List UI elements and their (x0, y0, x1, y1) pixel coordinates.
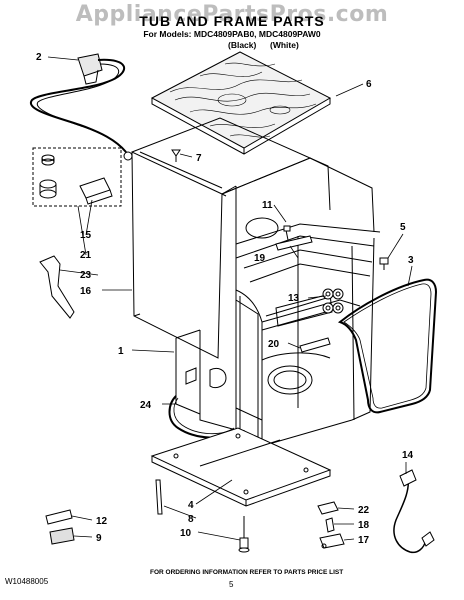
door-gasket (337, 278, 438, 414)
callout-8: 8 (188, 514, 194, 525)
leader-lines (47, 56, 413, 541)
callout-17: 17 (358, 535, 370, 546)
pad-parts (45, 509, 75, 545)
top-screw (171, 149, 181, 162)
side-panel (131, 117, 312, 359)
callout-1: 1 (118, 346, 124, 357)
callout-6: 6 (366, 79, 372, 90)
models-line: For Models: MDC4809PAB0, MDC4809PAW0 (143, 29, 321, 39)
callout-11: 11 (262, 200, 273, 211)
callout-12: 12 (96, 516, 108, 527)
variant-black: (Black) (228, 40, 257, 50)
callout-16: 16 (80, 286, 92, 297)
variant-white: (White) (270, 40, 299, 50)
document-number: W10488005 (5, 577, 49, 586)
callout-5: 5 (400, 222, 406, 233)
wood-top-panel (150, 51, 332, 155)
inlet-hose-assembly (29, 53, 133, 161)
gasket-clip (379, 257, 389, 270)
callout-19: 19 (254, 253, 266, 264)
callout-7: 7 (196, 153, 202, 164)
callout-9: 9 (96, 533, 102, 544)
callout-3: 3 (408, 255, 414, 266)
kit-box (32, 147, 122, 207)
drain-hose (168, 395, 237, 439)
callout-4: 4 (188, 500, 194, 511)
ordering-info: FOR ORDERING INFORMATION REFER TO PARTS … (150, 569, 344, 576)
kick-strip (155, 479, 163, 515)
tub-bracket-lower (299, 337, 331, 353)
diagram-title: TUB AND FRAME PARTS (139, 13, 325, 29)
base-frame (150, 427, 332, 507)
callout-18: 18 (358, 520, 370, 531)
callout-13: 13 (288, 293, 300, 304)
callout-14: 14 (402, 450, 414, 461)
leveling-leg (238, 516, 250, 553)
callout-numbers: 2 6 7 11 5 3 19 13 20 1 24 15 21 23 16 4… (36, 52, 414, 546)
side-bracket (39, 255, 75, 319)
power-cord (393, 469, 435, 554)
cord-parts (317, 501, 345, 549)
callout-23: 23 (80, 270, 92, 281)
page-number: 5 (229, 580, 234, 589)
callout-20: 20 (268, 339, 280, 350)
callout-22: 22 (358, 505, 370, 516)
tub-bracket (275, 225, 313, 251)
callout-15: 15 (80, 230, 92, 241)
callout-2: 2 (36, 52, 42, 63)
watermark: AppliancePartsPros.com (75, 2, 389, 27)
bushings (322, 288, 344, 314)
callout-21: 21 (80, 250, 92, 261)
callout-24: 24 (140, 400, 152, 411)
callout-10: 10 (180, 528, 192, 539)
